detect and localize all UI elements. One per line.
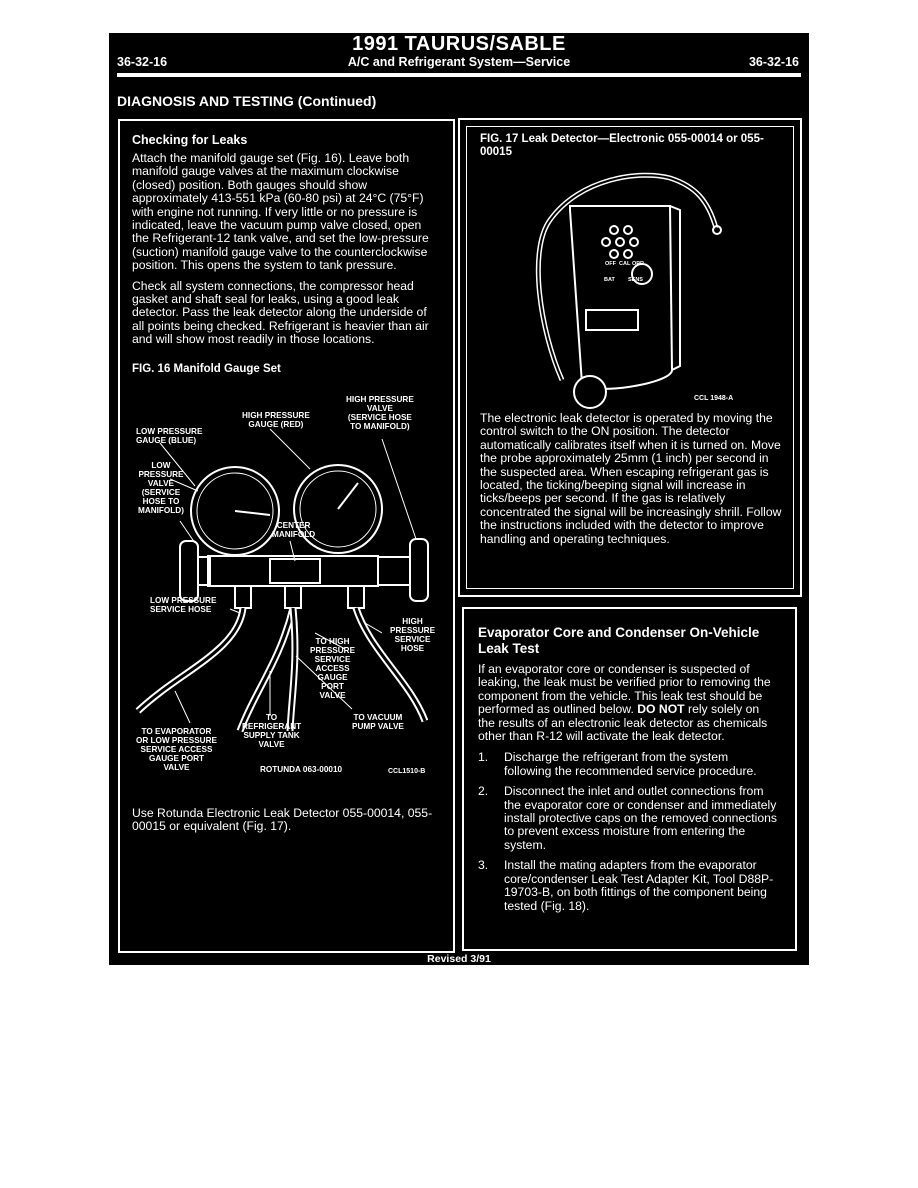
- detector-operation-paragraph: The electronic leak detector is operated…: [480, 411, 782, 546]
- label-low-pressure-gauge: LOW PRESSURE GAUGE (BLUE): [136, 427, 203, 445]
- leaks-heading: Checking for Leaks: [132, 133, 248, 147]
- section-title: DIAGNOSIS AND TESTING (Continued): [117, 93, 377, 109]
- leak-detector-reference: Use Rotunda Electronic Leak Detector 055…: [132, 806, 433, 834]
- leak-detector-figure: OFF CAL OPR BAT SENS: [520, 170, 740, 420]
- label-high-pressure-valve: HIGH PRESSURE VALVE (SERVICE HOSE TO MAN…: [346, 395, 414, 431]
- label-low-pressure-valve: LOW PRESSURE VALVE (SERVICE HOSE TO MANI…: [138, 461, 184, 515]
- intro-emphasis: DO NOT: [637, 702, 685, 717]
- page-number-left: 36-32-16: [117, 55, 168, 69]
- label-to-evaporator: TO EVAPORATOR OR LOW PRESSURE SERVICE AC…: [136, 727, 217, 772]
- right-top-box: FIG. 17 Leak Detector—Electronic 055-000…: [458, 118, 802, 597]
- fig17-caption: FIG. 17 Leak Detector—Electronic 055-000…: [480, 133, 764, 158]
- step-number: 3.: [478, 858, 489, 873]
- right-bottom-box: Evaporator Core and Condenser On-Vehicle…: [462, 607, 797, 951]
- leaks-paragraph-1: Attach the manifold gauge set (Fig. 16).…: [132, 151, 429, 273]
- switch-label-opr: OPR: [632, 261, 644, 267]
- revision-footer: Revised 3/91: [427, 953, 491, 965]
- step-text: Disconnect the inlet and outlet connecti…: [504, 784, 778, 852]
- intro-text-continued: rely solely on the results of an electro…: [478, 702, 768, 744]
- step-number: 1.: [478, 750, 489, 765]
- label-center-manifold: CENTER MANIFOLD: [272, 521, 316, 539]
- manifold-gauge-diagram: [135, 428, 429, 733]
- evaporator-test-intro: If an evaporator core or condenser is su…: [478, 662, 778, 744]
- leaks-paragraph-2: Check all system connections, the compre…: [132, 278, 429, 347]
- header-rule: [117, 73, 801, 77]
- label-to-refrigerant-tank: TO REFRIGERANT SUPPLY TANK VALVE: [242, 713, 302, 749]
- switch-label-cal: CAL: [619, 261, 631, 267]
- intro-text: If an evaporator core or condenser is su…: [478, 662, 771, 717]
- indicator-label-bat: BAT: [604, 277, 615, 283]
- page-title: 1991 TAURUS/SABLE: [352, 33, 566, 55]
- label-to-high-pressure-port: TO HIGH PRESSURE SERVICE ACCESS GAUGE PO…: [310, 637, 356, 700]
- left-column-box: Checking for Leaks Attach the manifold g…: [118, 119, 455, 953]
- label-low-pressure-hose: LOW PRESSURE SERVICE HOSE: [150, 596, 217, 614]
- leak-detector-drawing: [535, 172, 722, 409]
- label-high-pressure-hose: HIGH PRESSURE SERVICE HOSE: [390, 617, 436, 653]
- high-pressure-gauge: [293, 464, 383, 554]
- manifold-gauge-figure: LOW PRESSURE GAUGE (BLUE) HIGH PRESSURE …: [120, 391, 449, 791]
- list-item: 1. Discharge the refrigerant from the sys…: [478, 751, 778, 778]
- label-rotunda-tool: ROTUNDA 063-00010: [260, 765, 343, 774]
- switch-label-off: OFF: [605, 261, 616, 267]
- fig16-caption: FIG. 16 Manifold Gauge Set: [132, 362, 281, 375]
- list-item: 2. Disconnect the inlet and outlet connec…: [478, 784, 778, 852]
- step-text: Discharge the refrigerant from the syste…: [504, 750, 757, 778]
- page-number-right: 36-32-16: [748, 55, 799, 69]
- test-steps-list: 1. Discharge the refrigerant from the sys…: [478, 751, 778, 913]
- figure-code: CCL 1948-A: [694, 395, 734, 402]
- figure-code: CCL1510-B: [388, 768, 426, 775]
- list-item: 3. Install the mating adapters from the e…: [478, 858, 778, 913]
- label-high-pressure-gauge: HIGH PRESSURE GAUGE (RED): [242, 411, 310, 429]
- label-to-vacuum-pump: TO VACUUM PUMP VALVE: [352, 713, 404, 731]
- step-text: Install the mating adapters from the eva…: [504, 858, 774, 913]
- manual-page: 1991 TAURUS/SABLE 36-32-16 A/C and Refri…: [109, 33, 809, 965]
- step-number: 2.: [478, 784, 489, 799]
- chapter-title: A/C and Refrigerant System—Service: [347, 55, 571, 69]
- evaporator-test-heading: Evaporator Core and Condenser On-Vehicle…: [478, 625, 760, 656]
- knob-label-sens: SENS: [628, 277, 643, 283]
